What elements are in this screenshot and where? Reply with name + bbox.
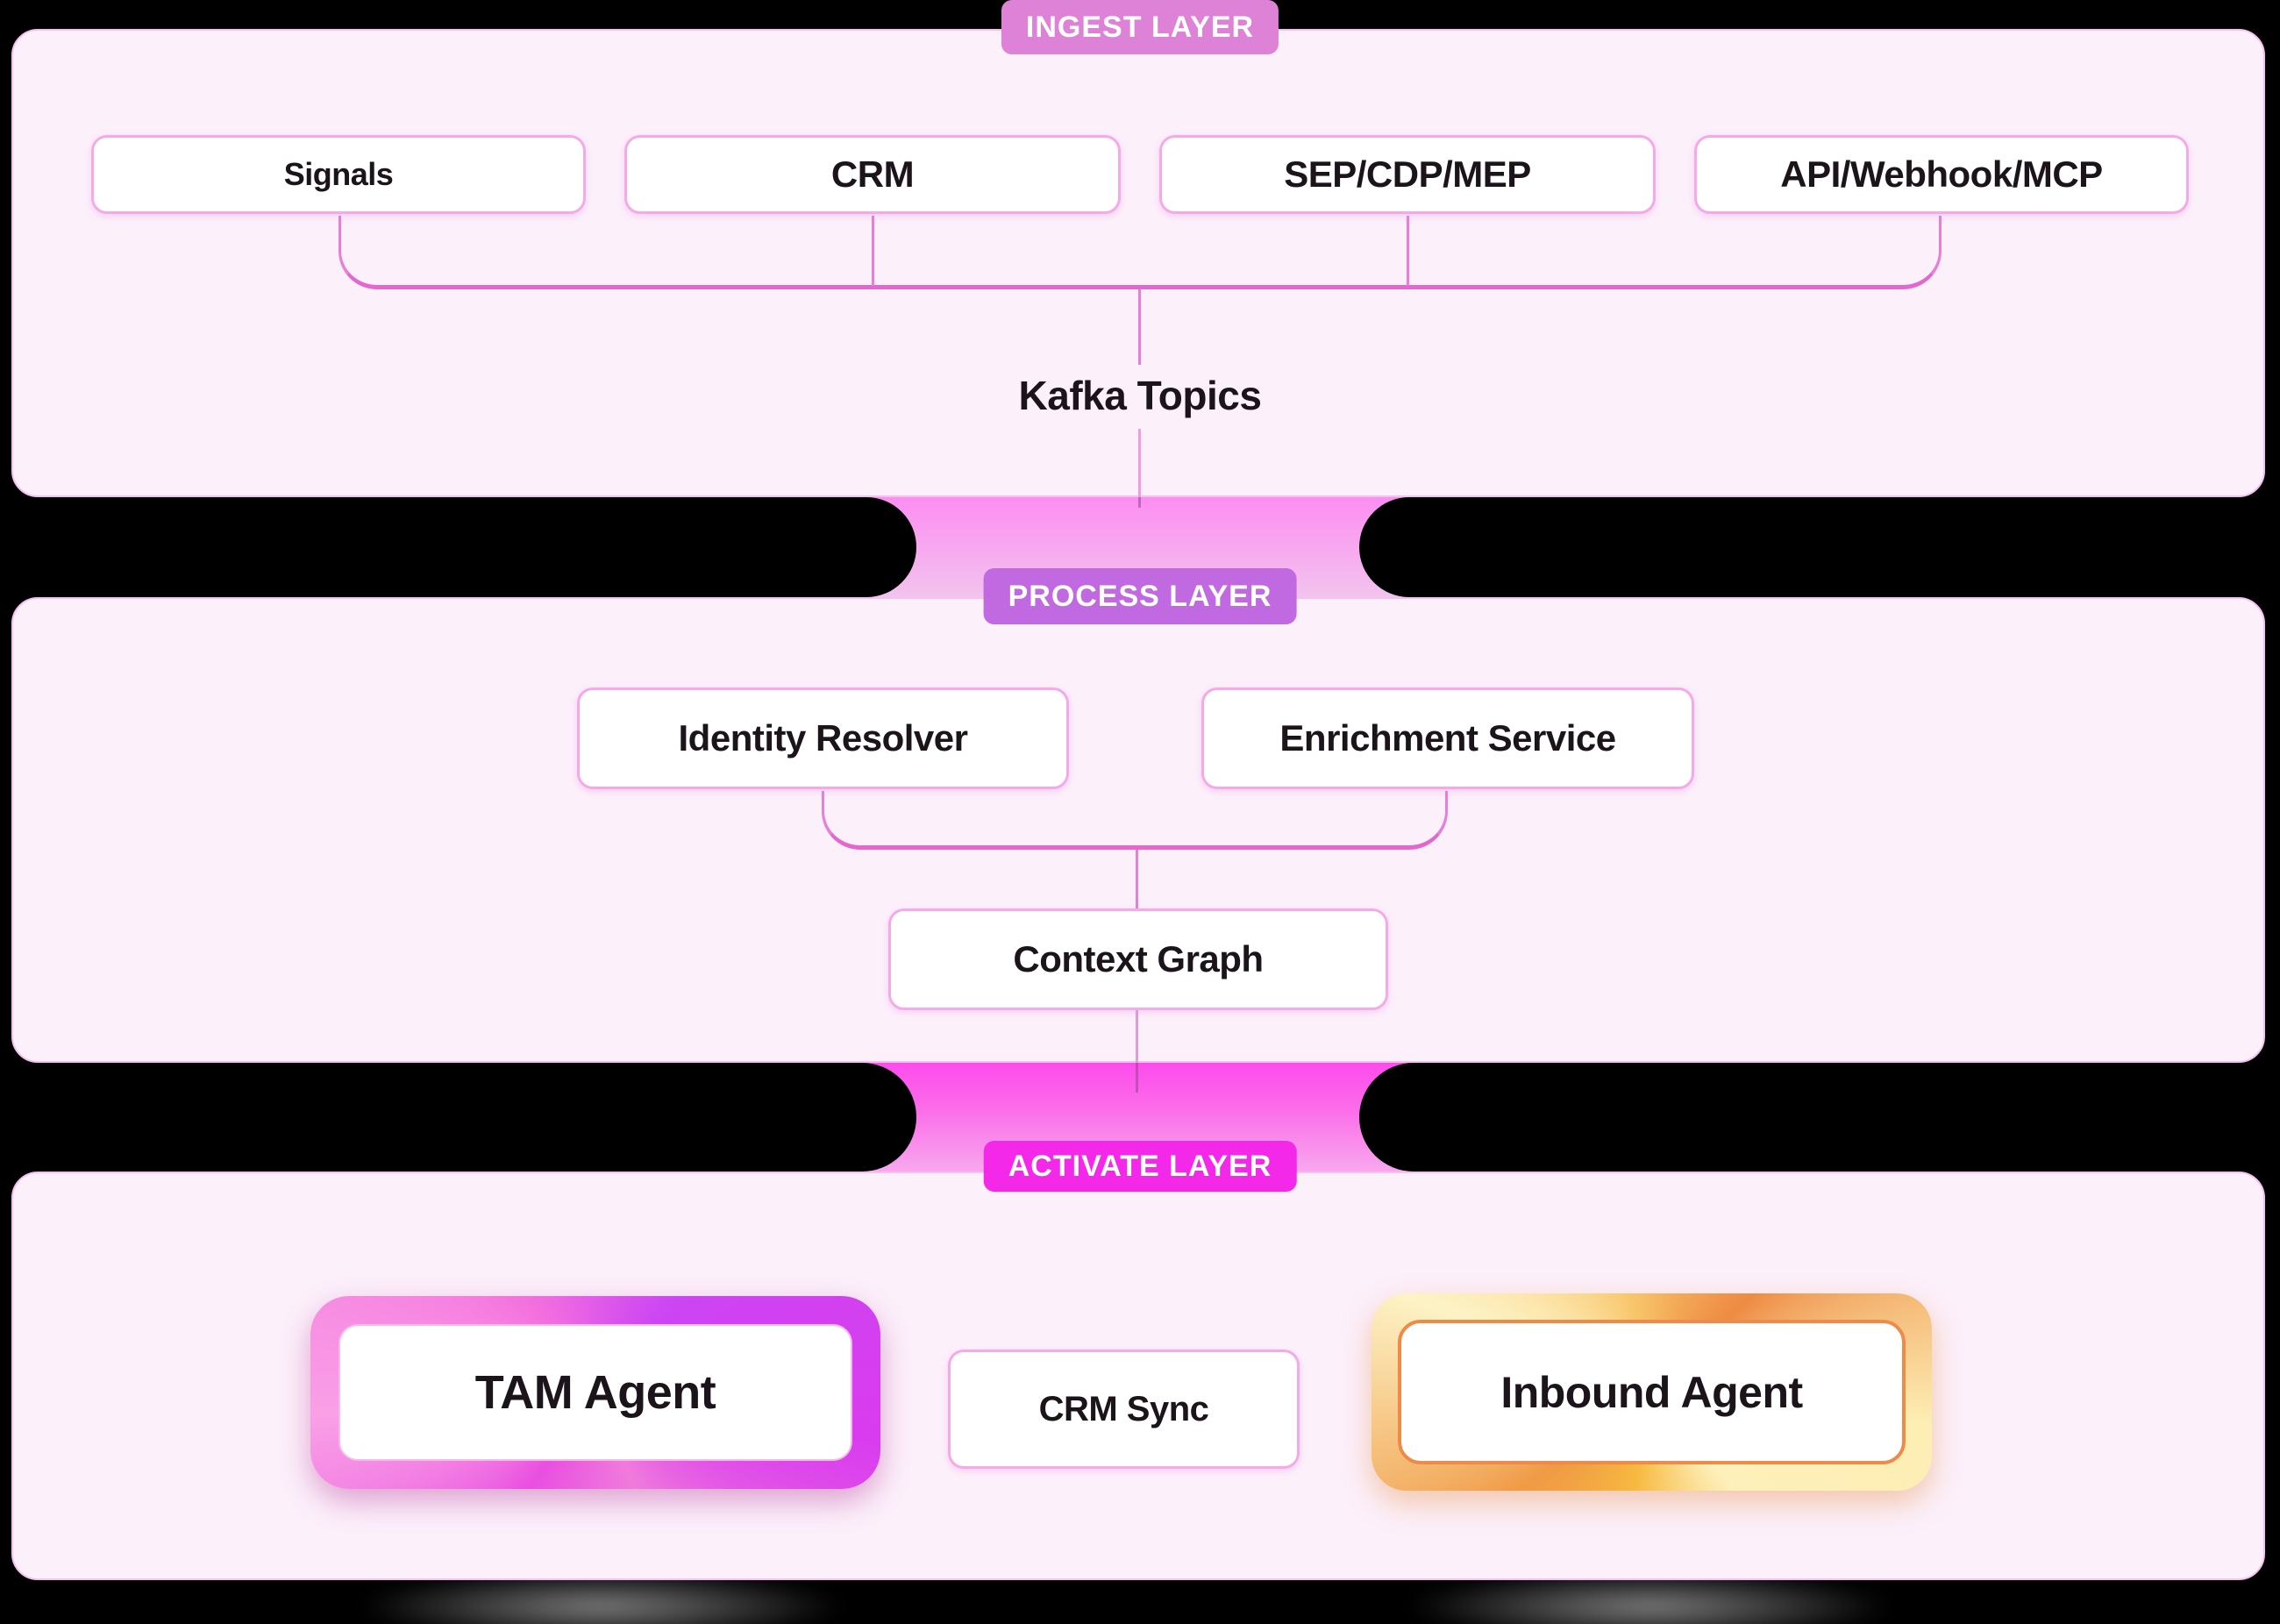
node-enrichment-service: Enrichment Service: [1201, 687, 1694, 789]
node-context-graph-label: Context Graph: [1013, 938, 1264, 979]
funnel-entry-line: [1136, 1063, 1138, 1093]
badge-process-layer: PROCESS LAYER: [983, 568, 1297, 624]
kafka-output-line: [1138, 429, 1141, 497]
node-identity-resolver-label: Identity Resolver: [678, 717, 968, 759]
crm-connector-line: [872, 216, 874, 286]
funnel-ingest-to-process: [0, 497, 2280, 597]
node-crm-sync: CRM Sync: [948, 1350, 1300, 1469]
panel-ingest-layer: [11, 29, 2265, 497]
process-merge-bracket: [822, 791, 1448, 850]
gap-mask-left: [0, 497, 916, 597]
node-enrichment-service-label: Enrichment Service: [1279, 717, 1616, 759]
context-graph-output-line: [1136, 1010, 1138, 1063]
node-crm: CRM: [624, 135, 1121, 214]
funnel-entry-line: [1138, 497, 1141, 508]
gap-mask-right: [1359, 1063, 2280, 1172]
ingest-merge-bracket: [338, 216, 1942, 289]
gap-mask-left: [0, 1063, 916, 1172]
card-inbound-agent: Inbound Agent: [1372, 1293, 1932, 1491]
funnel-process-to-activate: [0, 1063, 2280, 1172]
bracket-to-kafka-line: [1138, 289, 1141, 365]
node-api-webhook-mcp: API/Webhook/MCP: [1694, 135, 2189, 214]
node-signals: Signals: [91, 135, 586, 214]
bracket-to-context-graph-line: [1136, 850, 1138, 908]
node-sep-cdp-mep-label: SEP/CDP/MEP: [1284, 153, 1531, 195]
tam-agent-inner: TAM Agent: [338, 1324, 852, 1461]
badge-activate-layer: ACTIVATE LAYER: [983, 1141, 1297, 1192]
kafka-topics-label: Kafka Topics: [1018, 373, 1262, 418]
tam-agent-label: TAM Agent: [474, 1366, 716, 1419]
node-sep-cdp-mep: SEP/CDP/MEP: [1159, 135, 1656, 214]
node-crm-sync-label: CRM Sync: [1038, 1389, 1209, 1428]
node-api-webhook-mcp-label: API/Webhook/MCP: [1780, 153, 2103, 195]
badge-ingest-layer: INGEST LAYER: [1001, 0, 1279, 54]
node-crm-label: CRM: [830, 153, 915, 195]
card-tam-agent: TAM Agent: [310, 1296, 880, 1489]
inbound-agent-label: Inbound Agent: [1500, 1367, 1803, 1417]
node-context-graph: Context Graph: [888, 908, 1388, 1010]
node-signals-label: Signals: [283, 156, 394, 192]
sep-connector-line: [1407, 216, 1409, 286]
node-identity-resolver: Identity Resolver: [577, 687, 1069, 789]
inbound-agent-inner: Inbound Agent: [1398, 1320, 1906, 1464]
gap-mask-right: [1359, 497, 2280, 597]
